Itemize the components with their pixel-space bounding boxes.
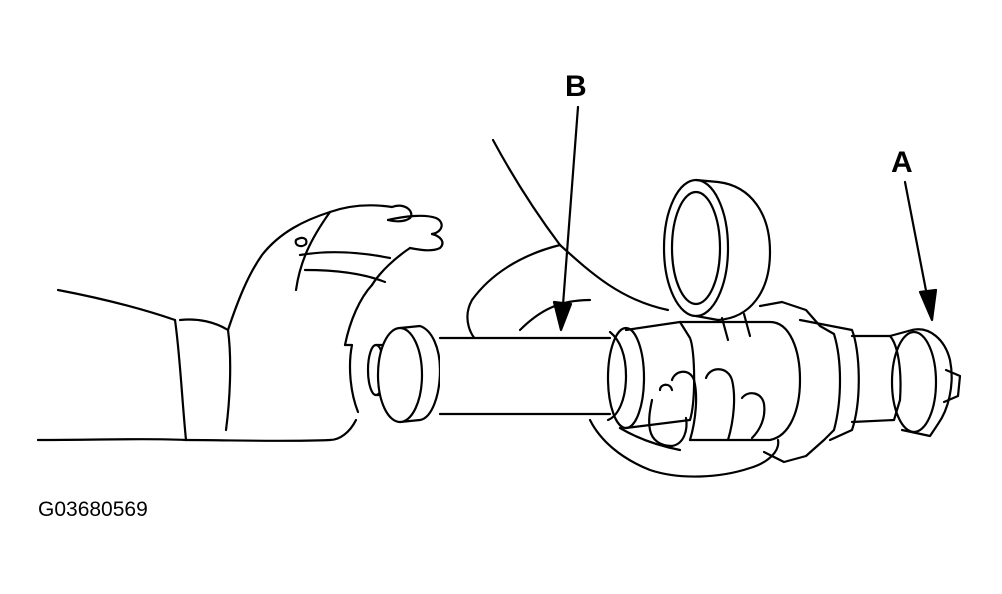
right-hand bbox=[588, 368, 780, 478]
callout-label-a: A bbox=[891, 146, 913, 179]
callout-label-b: B bbox=[565, 70, 587, 103]
pressure-gauge bbox=[662, 178, 772, 342]
figure-id: G03680569 bbox=[38, 498, 148, 521]
left-hand bbox=[36, 204, 444, 442]
leader-arrow-a bbox=[903, 180, 938, 322]
tool-body bbox=[678, 300, 962, 464]
leader-arrow-b bbox=[552, 105, 580, 332]
hose bbox=[466, 138, 670, 347]
tool-shaft bbox=[366, 320, 696, 430]
